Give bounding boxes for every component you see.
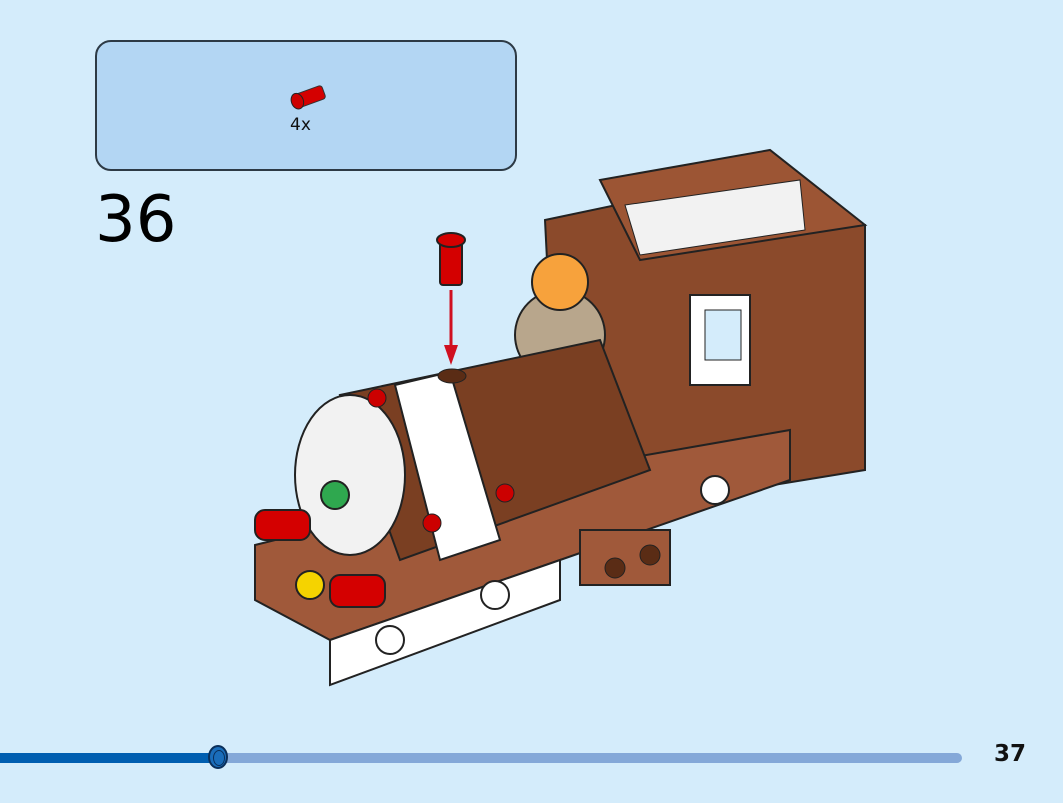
red-pin-icon bbox=[290, 85, 326, 110]
parts-list-callout: 4x bbox=[95, 40, 517, 171]
part-quantity: 4x bbox=[290, 115, 311, 135]
progress-track[interactable] bbox=[0, 753, 962, 763]
page-number: 37 bbox=[994, 741, 1027, 767]
step-number: 36 bbox=[95, 183, 177, 257]
progress-fill bbox=[0, 753, 220, 763]
train-model-illustration bbox=[254, 148, 868, 687]
progress-handle[interactable] bbox=[208, 745, 229, 769]
